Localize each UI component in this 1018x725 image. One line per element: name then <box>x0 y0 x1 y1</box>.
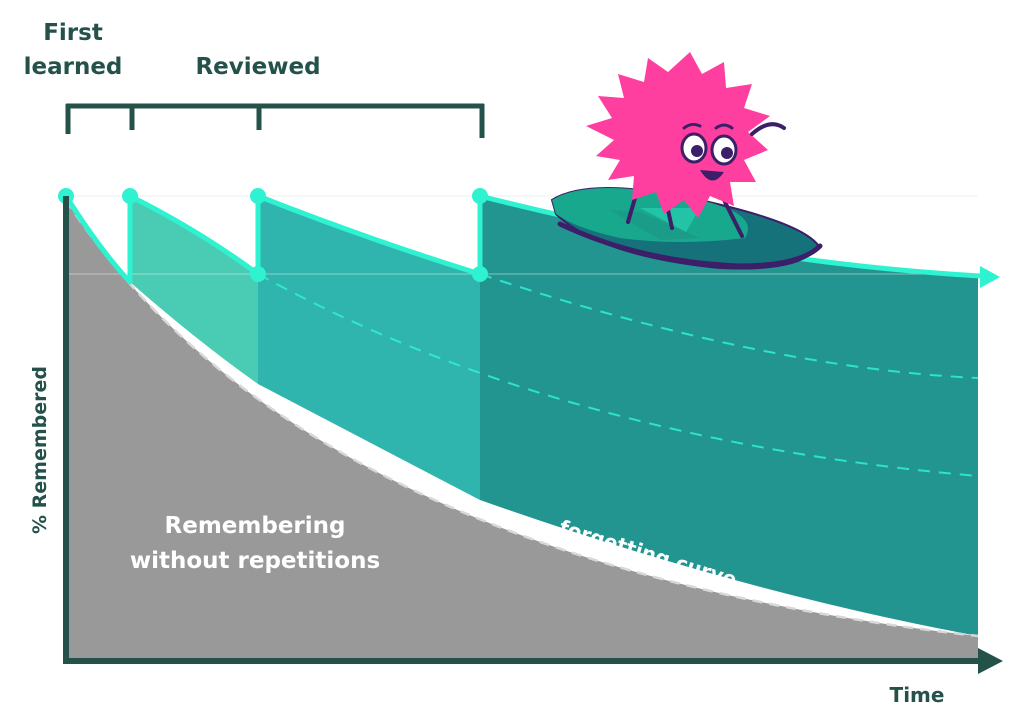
gray-area-label-line1: Remembering <box>165 513 346 539</box>
retention-band-1 <box>130 196 258 384</box>
review-point <box>472 266 488 282</box>
gray-area-label-line2: without repetitions <box>130 548 380 574</box>
review-point <box>250 188 266 204</box>
retention-band-3 <box>480 196 978 636</box>
gray-no-repetition-area <box>66 200 978 660</box>
first-learned-label-line1: First <box>43 20 103 46</box>
review-point <box>250 266 266 282</box>
mascot-eyes <box>680 122 738 166</box>
retention-band-2 <box>258 196 480 500</box>
x-axis-arrow-icon <box>978 648 1003 674</box>
mascot-fur <box>586 52 770 218</box>
reviewed-label: Reviewed <box>195 54 320 80</box>
decay-guide-2 <box>479 273 979 379</box>
review-points <box>58 188 488 282</box>
mascot-mouth <box>700 170 724 181</box>
review-point <box>122 188 138 204</box>
first-learned-label-line2: learned <box>24 54 123 80</box>
forgetting-curve-line <box>64 199 979 638</box>
review-curve-arrow-icon <box>980 266 1000 288</box>
review-bracket <box>65 103 485 138</box>
retention-bands <box>130 196 978 636</box>
mascot-surfer <box>550 52 823 270</box>
x-axis-label: Time <box>890 683 945 707</box>
review-point <box>472 188 488 204</box>
decay-guide-1 <box>257 273 979 477</box>
y-axis-label: % Remembered <box>29 366 51 534</box>
